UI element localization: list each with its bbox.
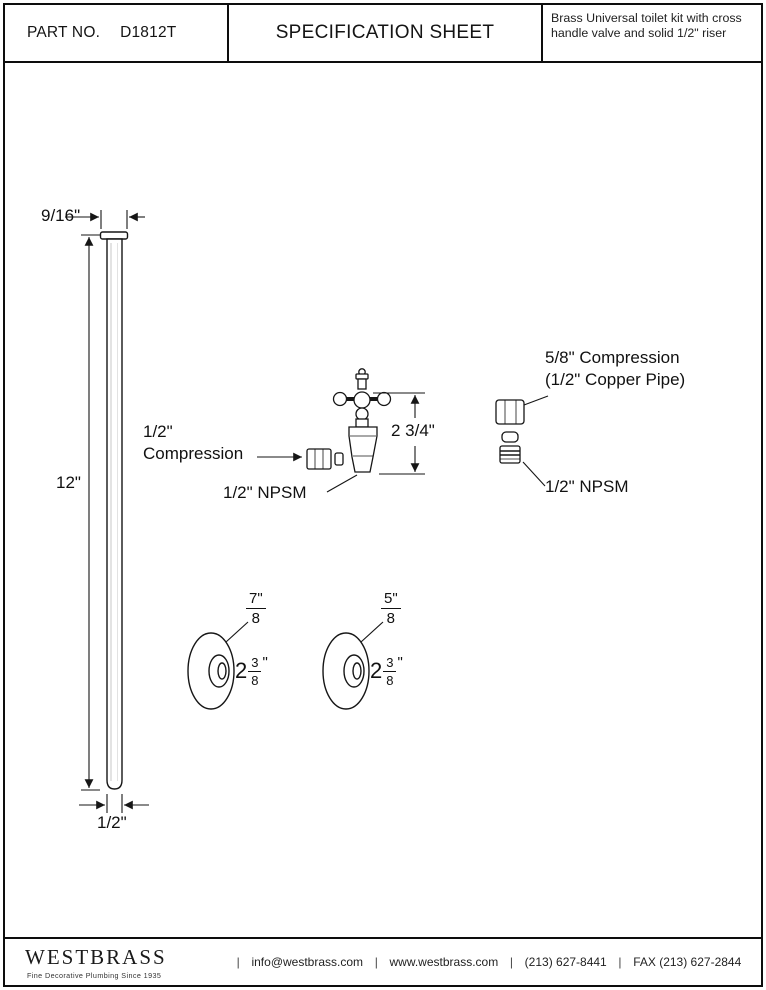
riser-tube [99,231,129,790]
contact-info: | info@westbrass.com | www.westbrass.com… [225,955,761,969]
brand-block: WESTBRASS Fine Decorative Plumbing Since… [5,945,225,980]
flange1-od-unit: " [262,654,268,671]
flange1-hole-den: 8 [251,610,260,627]
compression-fittings [495,399,525,464]
brand-logo: WESTBRASS [25,944,167,969]
compression-text: Compression [143,444,244,463]
header: PART NO. D1812T SPECIFICATION SHEET Bras… [5,5,761,63]
fitting-leaders [522,395,549,487]
flange1-hole-fraction: 7" 8 [246,590,266,626]
part-no-value: D1812T [120,24,177,41]
valve-npsm-leader [326,474,358,493]
fitting-compression-size: 5/8" Compression [545,348,680,367]
contact-separator: | [618,955,622,969]
flange2-od-fraction: 3 8 [383,655,397,688]
flange2-od-whole: 2 [370,658,383,683]
flange1-hole-num: 7 [249,590,258,607]
compression-size: 1/2" [143,422,173,441]
fitting-npsm-label: 1/2" NPSM [545,477,629,496]
flange1-od-fraction: 3 8 [248,655,262,688]
contact-separator: | [509,955,513,969]
contact-email: info@westbrass.com [251,955,364,969]
flange1-od-dim: 2 3 8 " [235,651,268,691]
diagram-area: 9/16" 12" 1/2" 1/2" Compression 1/2" NPS… [5,5,761,985]
valve-height-dim-label: 2 3/4" [391,421,435,440]
valve-assembly [306,368,392,473]
flange2-hole-dim: 5" 8 [381,587,401,626]
fitting-compression-label: 5/8" Compression (1/2" Copper Pipe) [545,347,685,391]
valve-npsm-label: 1/2" NPSM [223,483,307,502]
footer: WESTBRASS Fine Decorative Plumbing Since… [5,937,761,985]
contact-separator: | [374,955,378,969]
technical-drawing [65,210,549,813]
riser-top-dim-label: 9/16" [41,206,81,225]
title-cell: SPECIFICATION SHEET [227,5,543,61]
flange2-hole-num: 5 [384,590,393,607]
flange2-od-unit: " [397,654,403,671]
flange-2 [322,621,384,710]
flange2-od-num: 3 [383,655,397,672]
contact-separator: | [236,955,240,969]
spec-sheet-page: PART NO. D1812T SPECIFICATION SHEET Bras… [3,3,763,987]
product-description: Brass Universal toilet kit with cross ha… [551,11,742,41]
flange2-hole-unit: " [392,590,398,607]
riser-length-dim-label: 12" [56,473,81,492]
flange1-hole-dim: 7" 8 [246,587,266,626]
compression-label: 1/2" Compression [143,421,243,465]
fitting-compression-pipe: (1/2" Copper Pipe) [545,370,686,389]
part-number-cell: PART NO. D1812T [5,5,227,61]
dim-riser-top [65,210,145,229]
brand-tagline: Fine Decorative Plumbing Since 1935 [27,970,162,980]
flange1-od-num: 3 [248,655,262,672]
contact-phone: (213) 627-8441 [524,955,607,969]
contact-website: www.westbrass.com [389,955,499,969]
contact-fax: FAX (213) 627-2844 [633,955,742,969]
flange-1 [187,621,249,710]
flange2-hole-den: 8 [386,610,395,627]
description-cell: Brass Universal toilet kit with cross ha… [543,5,761,61]
flange1-od-den: 8 [251,673,259,688]
flange2-od-den: 8 [386,673,394,688]
page-title: SPECIFICATION SHEET [275,22,495,43]
part-no-label: PART NO. [27,24,101,41]
dim-riser-bottom [79,794,149,813]
flange1-od-whole: 2 [235,658,248,683]
dim-valve-height [373,392,425,475]
flange2-hole-fraction: 5" 8 [381,590,401,626]
flange2-od-dim: 2 3 8 " [370,651,403,691]
flange1-hole-unit: " [257,590,263,607]
riser-bottom-dim-label: 1/2" [97,813,127,832]
dim-riser-length [81,234,100,791]
